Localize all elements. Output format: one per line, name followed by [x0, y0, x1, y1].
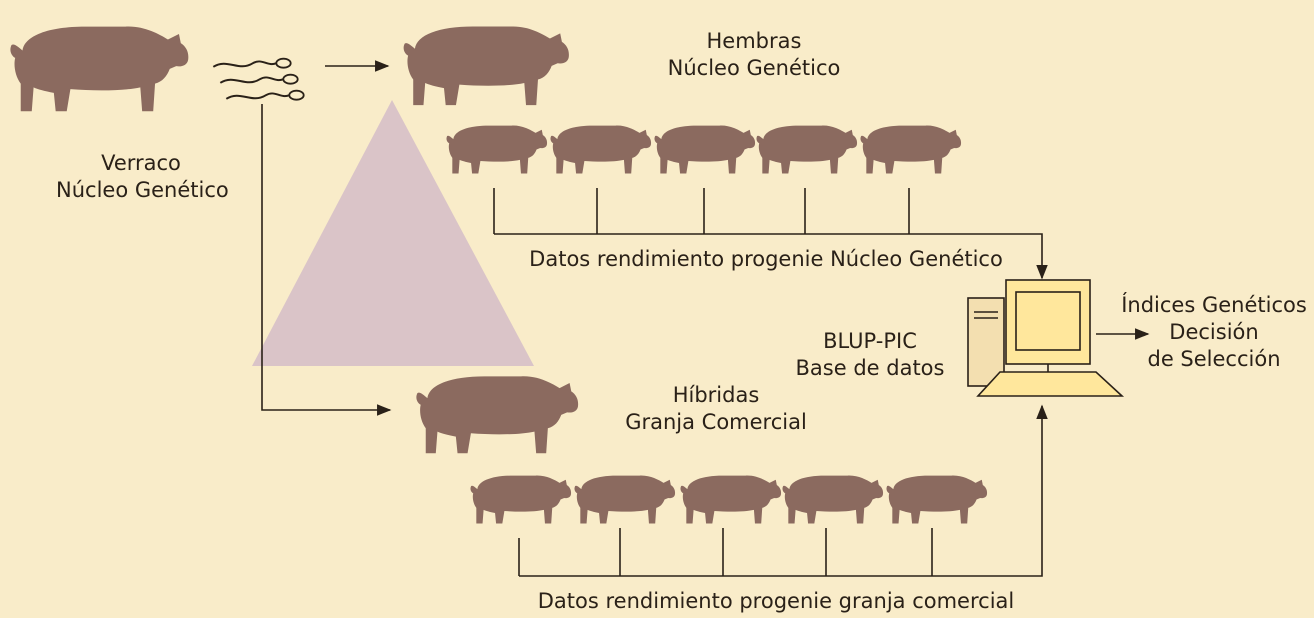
- computer-icon: [967, 279, 1125, 397]
- piglet-icon: [886, 475, 988, 524]
- breeding-pyramid: [252, 100, 534, 366]
- arrow-to-hybrid-female: [261, 104, 392, 416]
- piglet-icon: [680, 475, 782, 524]
- piglet-icon: [860, 125, 962, 174]
- boar-label: Verraco Núcleo Genético: [56, 151, 229, 202]
- piglet-icon: [550, 125, 652, 174]
- commercial-progeny-group: [470, 475, 988, 524]
- piglet-icon: [756, 125, 858, 174]
- piglet-icon: [654, 125, 756, 174]
- piglet-icon: [470, 475, 572, 524]
- output-label: Índices Genéticos Decisión de Selección: [1121, 293, 1307, 371]
- commercial-progeny-data-label: Datos rendimiento progenie granja comerc…: [537, 589, 1015, 613]
- pig-icon: [10, 26, 189, 112]
- pig-icon: [403, 26, 569, 106]
- nucleus-progeny-group: [446, 125, 962, 174]
- hybrids-label: Híbridas Granja Comercial: [625, 383, 807, 434]
- piglet-icon: [574, 475, 676, 524]
- nucleus-data-bracket: [493, 188, 1048, 280]
- piglet-icon: [782, 475, 884, 524]
- nucleus-females-label: Hembras Núcleo Genético: [667, 29, 841, 80]
- nucleus-progeny-data-label: Datos rendimiento progenie Núcleo Genéti…: [529, 247, 1003, 271]
- piglet-icon: [446, 125, 548, 174]
- sperm-cells-icon: [212, 57, 305, 101]
- database-label: BLUP-PIC Base de datos: [795, 329, 945, 380]
- commercial-data-bracket: [518, 404, 1048, 577]
- pig-icon: [416, 376, 579, 454]
